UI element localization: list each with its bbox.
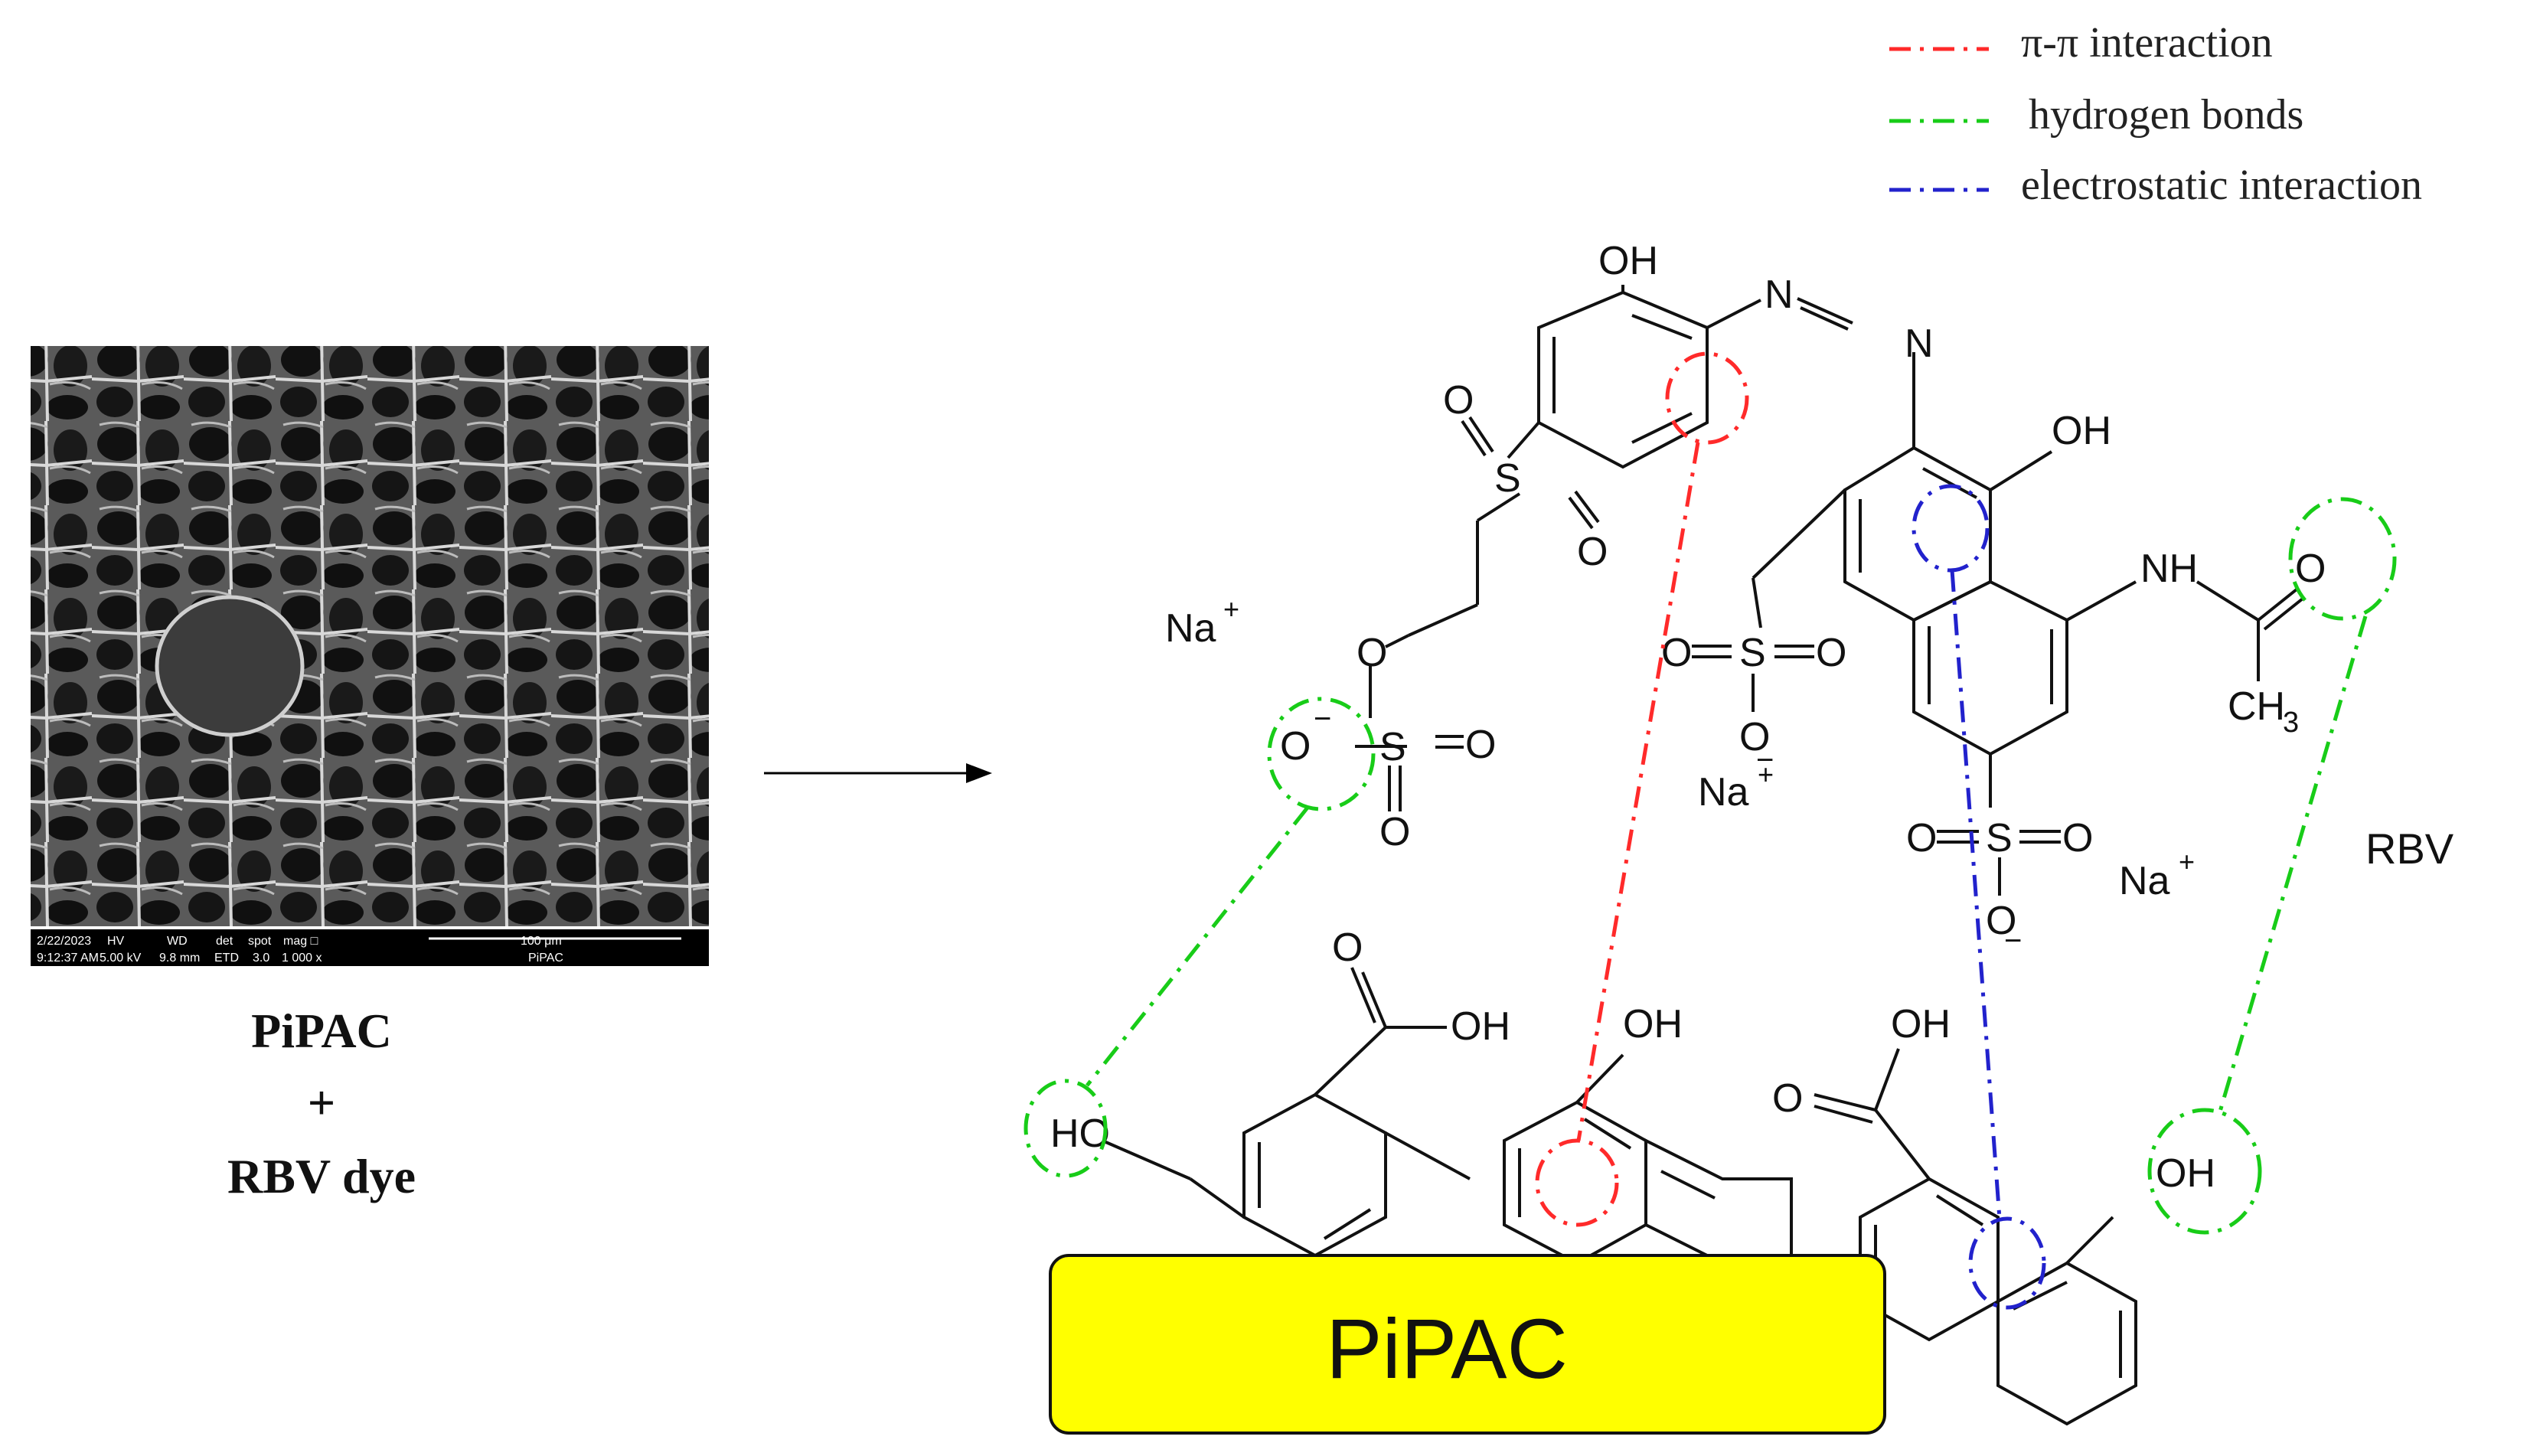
atom-oh-top: OH xyxy=(1598,239,1658,283)
left-caption: PiPAC + RBV dye xyxy=(227,1004,416,1203)
hbond-circle-sulfonate xyxy=(1267,697,1376,811)
sem-wd-label: WD xyxy=(167,935,188,948)
na-ion-2-charge: + xyxy=(1758,759,1774,790)
legend-electrostatic-label: electrostatic interaction xyxy=(2021,162,2422,209)
rbv-label: RBV xyxy=(2365,824,2454,873)
pipac-block xyxy=(1049,1254,1886,1435)
rbv-dye-structure xyxy=(1355,285,2304,896)
hbond-circle-ho xyxy=(1024,1079,1108,1178)
atom-nh: NH xyxy=(2140,547,2198,591)
legend-pi-label: π-π interaction xyxy=(2021,19,2273,67)
sem-hv-label: HV xyxy=(107,935,125,948)
caption-rbv-dye: RBV dye xyxy=(227,1149,416,1203)
atom-cooh2-o: O xyxy=(1772,1076,1803,1121)
pipac-ring-2 xyxy=(1503,1100,1647,1265)
interaction-markers xyxy=(1024,351,2397,1310)
pipac-block-label: PiPAC xyxy=(1326,1302,1568,1396)
atom-s2-o2: O xyxy=(1379,810,1410,854)
atom-cooh1-o: O xyxy=(1332,926,1363,970)
hbond-link-left xyxy=(1086,806,1309,1087)
pi-pi-link xyxy=(1576,442,1700,1141)
atom-s4-o1: O xyxy=(1906,816,1937,860)
atom-ch3-sub: 3 xyxy=(2283,707,2299,739)
sem-mag: 1 000 x xyxy=(282,952,322,965)
atom-n1: N xyxy=(1765,273,1794,317)
sem-wd: 9.8 mm xyxy=(159,952,200,965)
pipac-substrate: PiPAC xyxy=(1049,1254,1886,1435)
atom-ho-left: HO xyxy=(1050,1112,1110,1156)
na-ion-1-charge: + xyxy=(1223,593,1239,625)
atom-cooh2-oh: OH xyxy=(1891,1002,1951,1046)
atom-s1-o2: O xyxy=(1577,530,1608,574)
atom-s4-o-minus: O xyxy=(1986,899,2016,943)
atom-o-acetyl: O xyxy=(2295,547,2326,591)
atom-s2: S xyxy=(1379,725,1406,769)
atom-s2-o1: O xyxy=(1465,723,1496,767)
atom-s3-o2: O xyxy=(1816,631,1846,675)
arrow-head-icon xyxy=(966,763,992,783)
pipac-atoms: HO O OH OH O OH OH xyxy=(1050,926,2215,1196)
rbv-dye-atoms: OH N N OH NH O CH 3 S O O O S O − O O S … xyxy=(1280,239,2326,958)
atom-s2-o-minus: O xyxy=(1280,724,1311,769)
na-ion-3: Na xyxy=(2119,859,2170,903)
atom-oh-right: OH xyxy=(2156,1151,2215,1196)
sem-spot: 3.0 xyxy=(253,952,269,965)
sem-mag-label: mag □ xyxy=(283,935,318,948)
pipac-ring-1 xyxy=(1242,1092,1387,1258)
atom-s3-o-minus: O xyxy=(1739,715,1770,759)
sem-date: 2/22/2023 xyxy=(37,935,91,948)
sem-hv: 5.00 kV xyxy=(100,952,142,965)
pi-pi-ring-top xyxy=(1665,351,1749,445)
pi-pi-ring-bottom xyxy=(1535,1138,1619,1227)
caption-pipac: PiPAC xyxy=(251,1004,392,1058)
legend: π-π interaction hydrogen bonds electrost… xyxy=(1889,19,2422,209)
sem-time: 9:12:37 AM xyxy=(37,952,99,965)
electrostatic-ring-bottom xyxy=(1968,1216,2046,1310)
na-ion-3-charge: + xyxy=(2179,846,2195,877)
na-ion-2: Na xyxy=(1698,770,1749,815)
electrostatic-link xyxy=(1950,570,2002,1219)
sem-spot-label: spot xyxy=(248,935,272,948)
electrostatic-ring-top xyxy=(1912,484,1990,573)
sem-det: ETD xyxy=(214,952,239,965)
atom-cooh1-oh: OH xyxy=(1451,1004,1510,1049)
counter-ions: Na + Na + Na + xyxy=(1165,593,2195,903)
atom-s4: S xyxy=(1986,816,2013,860)
atom-oh-mid: OH xyxy=(1623,1002,1683,1046)
atom-s3: S xyxy=(1739,631,1766,675)
atom-oh-naph: OH xyxy=(2052,409,2111,453)
dye-ring-phenol xyxy=(1537,290,1709,469)
atom-o-ether: O xyxy=(1357,631,1387,675)
sem-image xyxy=(31,346,709,926)
sem-micrograph: 2/22/2023 9:12:37 AM HV 5.00 kV WD 9.8 m… xyxy=(31,346,709,966)
atom-s2-minus: − xyxy=(1314,702,1331,736)
hbond-circle-oh-right xyxy=(2147,1108,2262,1235)
atom-s1: S xyxy=(1494,456,1521,501)
atom-s3-minus: − xyxy=(1756,743,1774,777)
sem-det-label: det xyxy=(216,935,233,948)
sem-info-bar xyxy=(31,929,709,966)
dye-ring-naphthalene-bottom xyxy=(1912,579,2068,756)
atom-s4-o2: O xyxy=(2062,816,2093,860)
pipac-ring-4 xyxy=(1996,1261,2137,1426)
reaction-arrow xyxy=(764,763,992,783)
sem-scale: 100 μm xyxy=(521,935,562,948)
atom-n2: N xyxy=(1905,322,1934,366)
pipac-ring-2b xyxy=(1644,1138,1793,1265)
atom-s3-o1: O xyxy=(1661,631,1692,675)
sem-large-pore xyxy=(155,595,305,737)
na-ion-1: Na xyxy=(1165,606,1216,651)
hbond-circle-carbonyl xyxy=(2288,497,2397,621)
legend-hbond-label: hydrogen bonds xyxy=(2029,91,2303,139)
caption-plus: + xyxy=(308,1076,335,1130)
atom-s4-minus: − xyxy=(2004,924,2022,958)
atom-ch3: CH xyxy=(2228,684,2285,729)
sem-sample: PiPAC xyxy=(528,952,563,965)
atom-s1-o1: O xyxy=(1443,378,1474,423)
pipac-ring-3 xyxy=(1859,1177,2000,1342)
